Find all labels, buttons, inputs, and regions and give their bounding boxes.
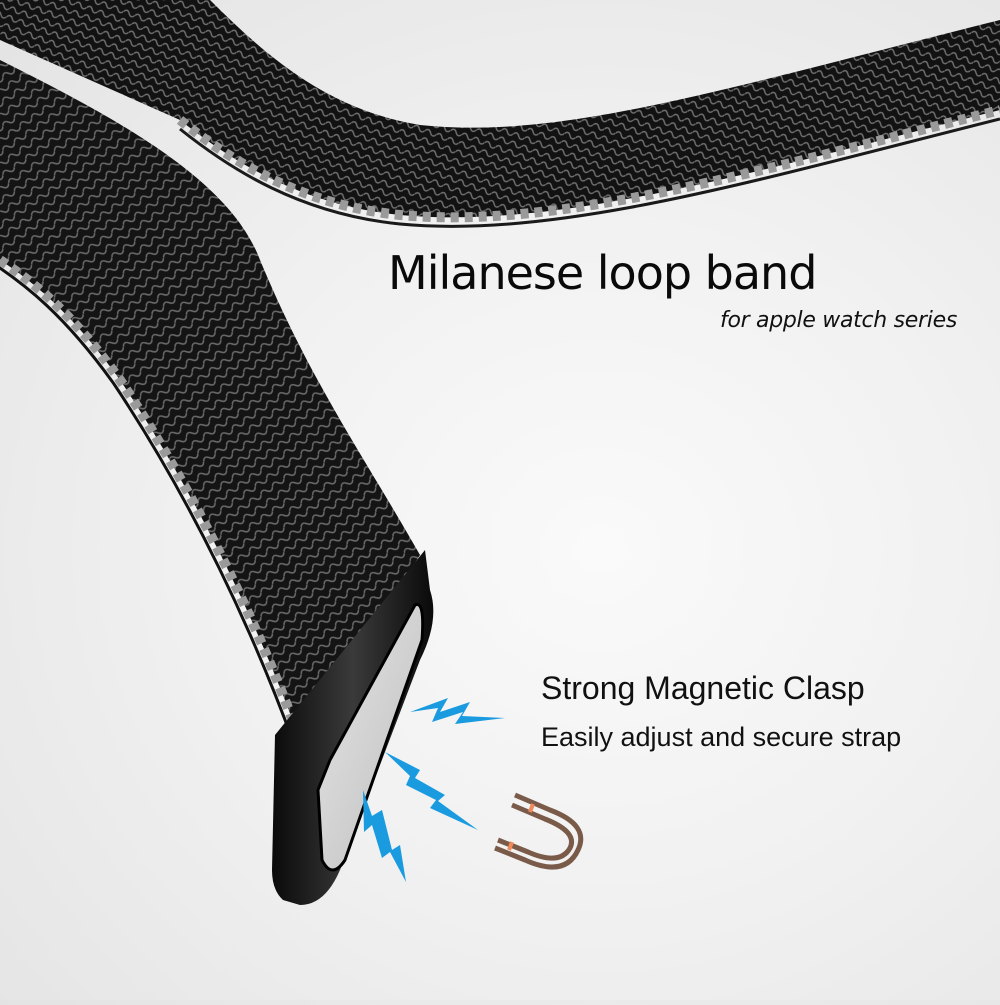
product-subtitle: for apple watch series bbox=[720, 308, 957, 333]
magnetic-clasp bbox=[272, 550, 434, 905]
feature-description: Easily adjust and secure strap bbox=[541, 722, 902, 752]
lightning-bolt-icon bbox=[363, 698, 505, 882]
band-upper bbox=[0, 0, 1000, 228]
feature-title: Strong Magnetic Clasp bbox=[541, 670, 865, 706]
horseshoe-magnet-icon bbox=[494, 792, 584, 870]
band-main bbox=[0, 60, 420, 745]
product-title: Milanese loop band bbox=[388, 246, 817, 300]
